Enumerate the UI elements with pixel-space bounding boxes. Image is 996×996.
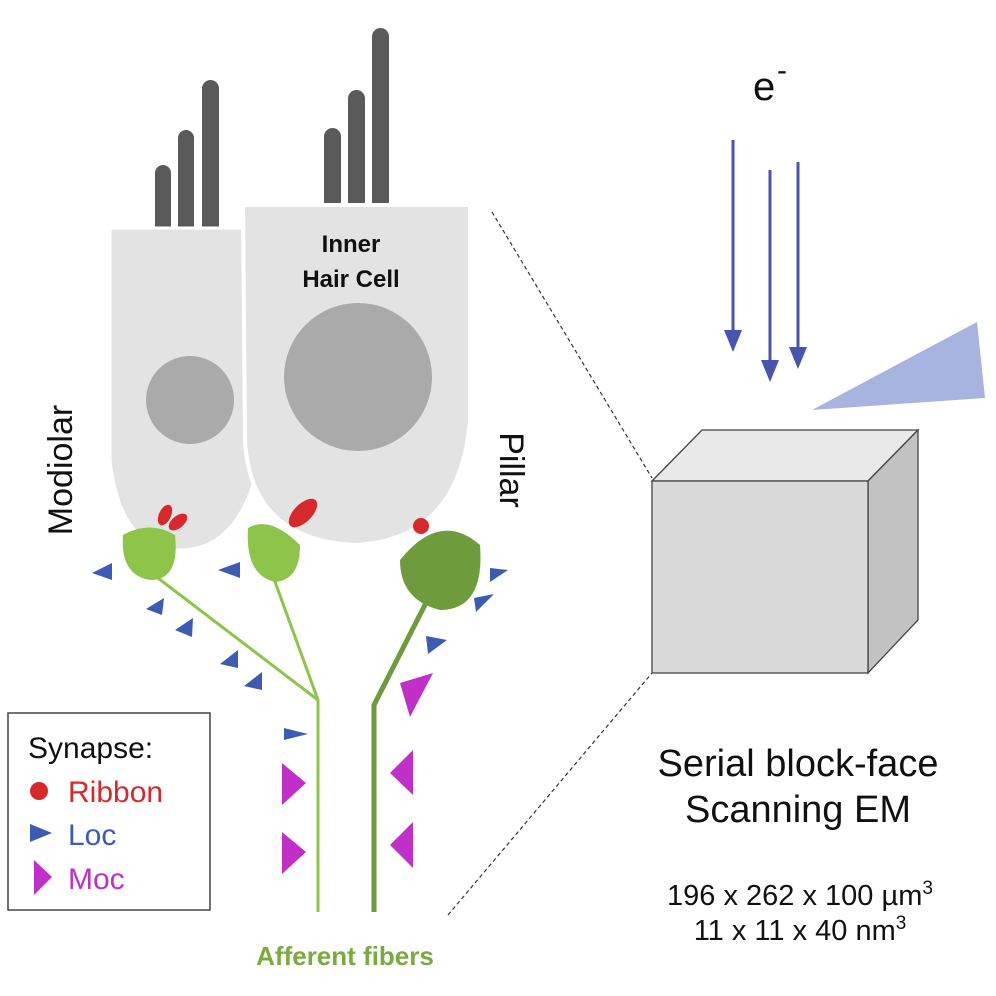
electron-symbol: e	[753, 65, 775, 109]
loc-marker	[218, 562, 240, 578]
block-front	[651, 480, 869, 674]
ribbon-marker	[413, 518, 429, 534]
method-title-line1: Serial block-face	[658, 743, 939, 785]
volume-text: 196 x 262 x 100 µm	[667, 880, 922, 912]
moc-marker	[390, 822, 413, 868]
front-nucleus	[284, 303, 432, 451]
arrow-head	[789, 347, 807, 369]
electron-beam-arrows	[724, 140, 807, 382]
afferent-terminal-1	[122, 527, 176, 580]
afferent-fibers-label: Afferent fibers	[256, 941, 434, 971]
fiber-3	[371, 593, 433, 912]
moc-marker	[400, 673, 433, 717]
legend-loc-icon	[30, 824, 52, 842]
loc-marker	[244, 672, 262, 690]
legend-moc-label: Moc	[68, 863, 125, 896]
moc-marker	[390, 750, 413, 795]
arrow-head	[724, 330, 742, 352]
loc-marker	[175, 618, 193, 637]
voxel-size: 11 x 11 x 40 nm3	[694, 913, 907, 947]
ribbon-marker	[288, 498, 318, 528]
legend-ribbon-label: Ribbon	[68, 776, 163, 809]
back-nucleus	[146, 356, 234, 444]
afferent-terminal-3	[400, 530, 481, 610]
ribbon-marker	[157, 504, 173, 526]
detector-wedge	[812, 322, 985, 410]
loc-marker	[92, 563, 112, 580]
loc-marker	[490, 568, 508, 582]
ribbon-synapses	[157, 498, 429, 534]
legend-ribbon-icon	[30, 782, 48, 800]
electron-superscript: -	[777, 54, 787, 87]
volume-dimensions: 196 x 262 x 100 µm3	[667, 878, 933, 912]
zoom-line-top	[491, 211, 653, 479]
moc-marker	[282, 763, 306, 805]
cell-label-line2: Hair Cell	[302, 266, 399, 293]
cell-label-line1: Inner	[322, 231, 381, 258]
modiolar-label: Modiolar	[42, 405, 80, 535]
legend-title: Synapse:	[28, 732, 153, 765]
tissue-block	[650, 428, 920, 675]
arrow-head	[761, 360, 779, 382]
zoom-line-bottom	[447, 672, 653, 916]
loc-marker	[284, 728, 308, 740]
moc-synapses	[282, 673, 433, 874]
afferent-fibers	[149, 567, 433, 912]
voxel-text: 11 x 11 x 40 nm	[694, 915, 896, 947]
loc-marker	[220, 650, 238, 668]
voxel-sup: 3	[896, 913, 907, 934]
legend: Synapse: Ribbon Loc Moc	[7, 712, 211, 911]
method-title-line2: Scanning EM	[685, 789, 911, 831]
moc-marker	[282, 832, 306, 874]
loc-synapses	[92, 562, 508, 740]
loc-marker	[426, 636, 447, 654]
stereocilia-front-cell	[324, 28, 389, 210]
fiber-2	[268, 567, 320, 701]
ribbon-marker	[168, 513, 188, 531]
loc-marker	[474, 594, 494, 612]
legend-loc-label: Loc	[68, 819, 116, 852]
stereocilia-back-cell	[155, 80, 219, 235]
pillar-label: Pillar	[492, 432, 530, 508]
afferent-terminal-2	[247, 524, 300, 582]
volume-sup: 3	[922, 878, 933, 899]
loc-marker	[146, 598, 164, 615]
legend-moc-icon	[34, 860, 52, 895]
